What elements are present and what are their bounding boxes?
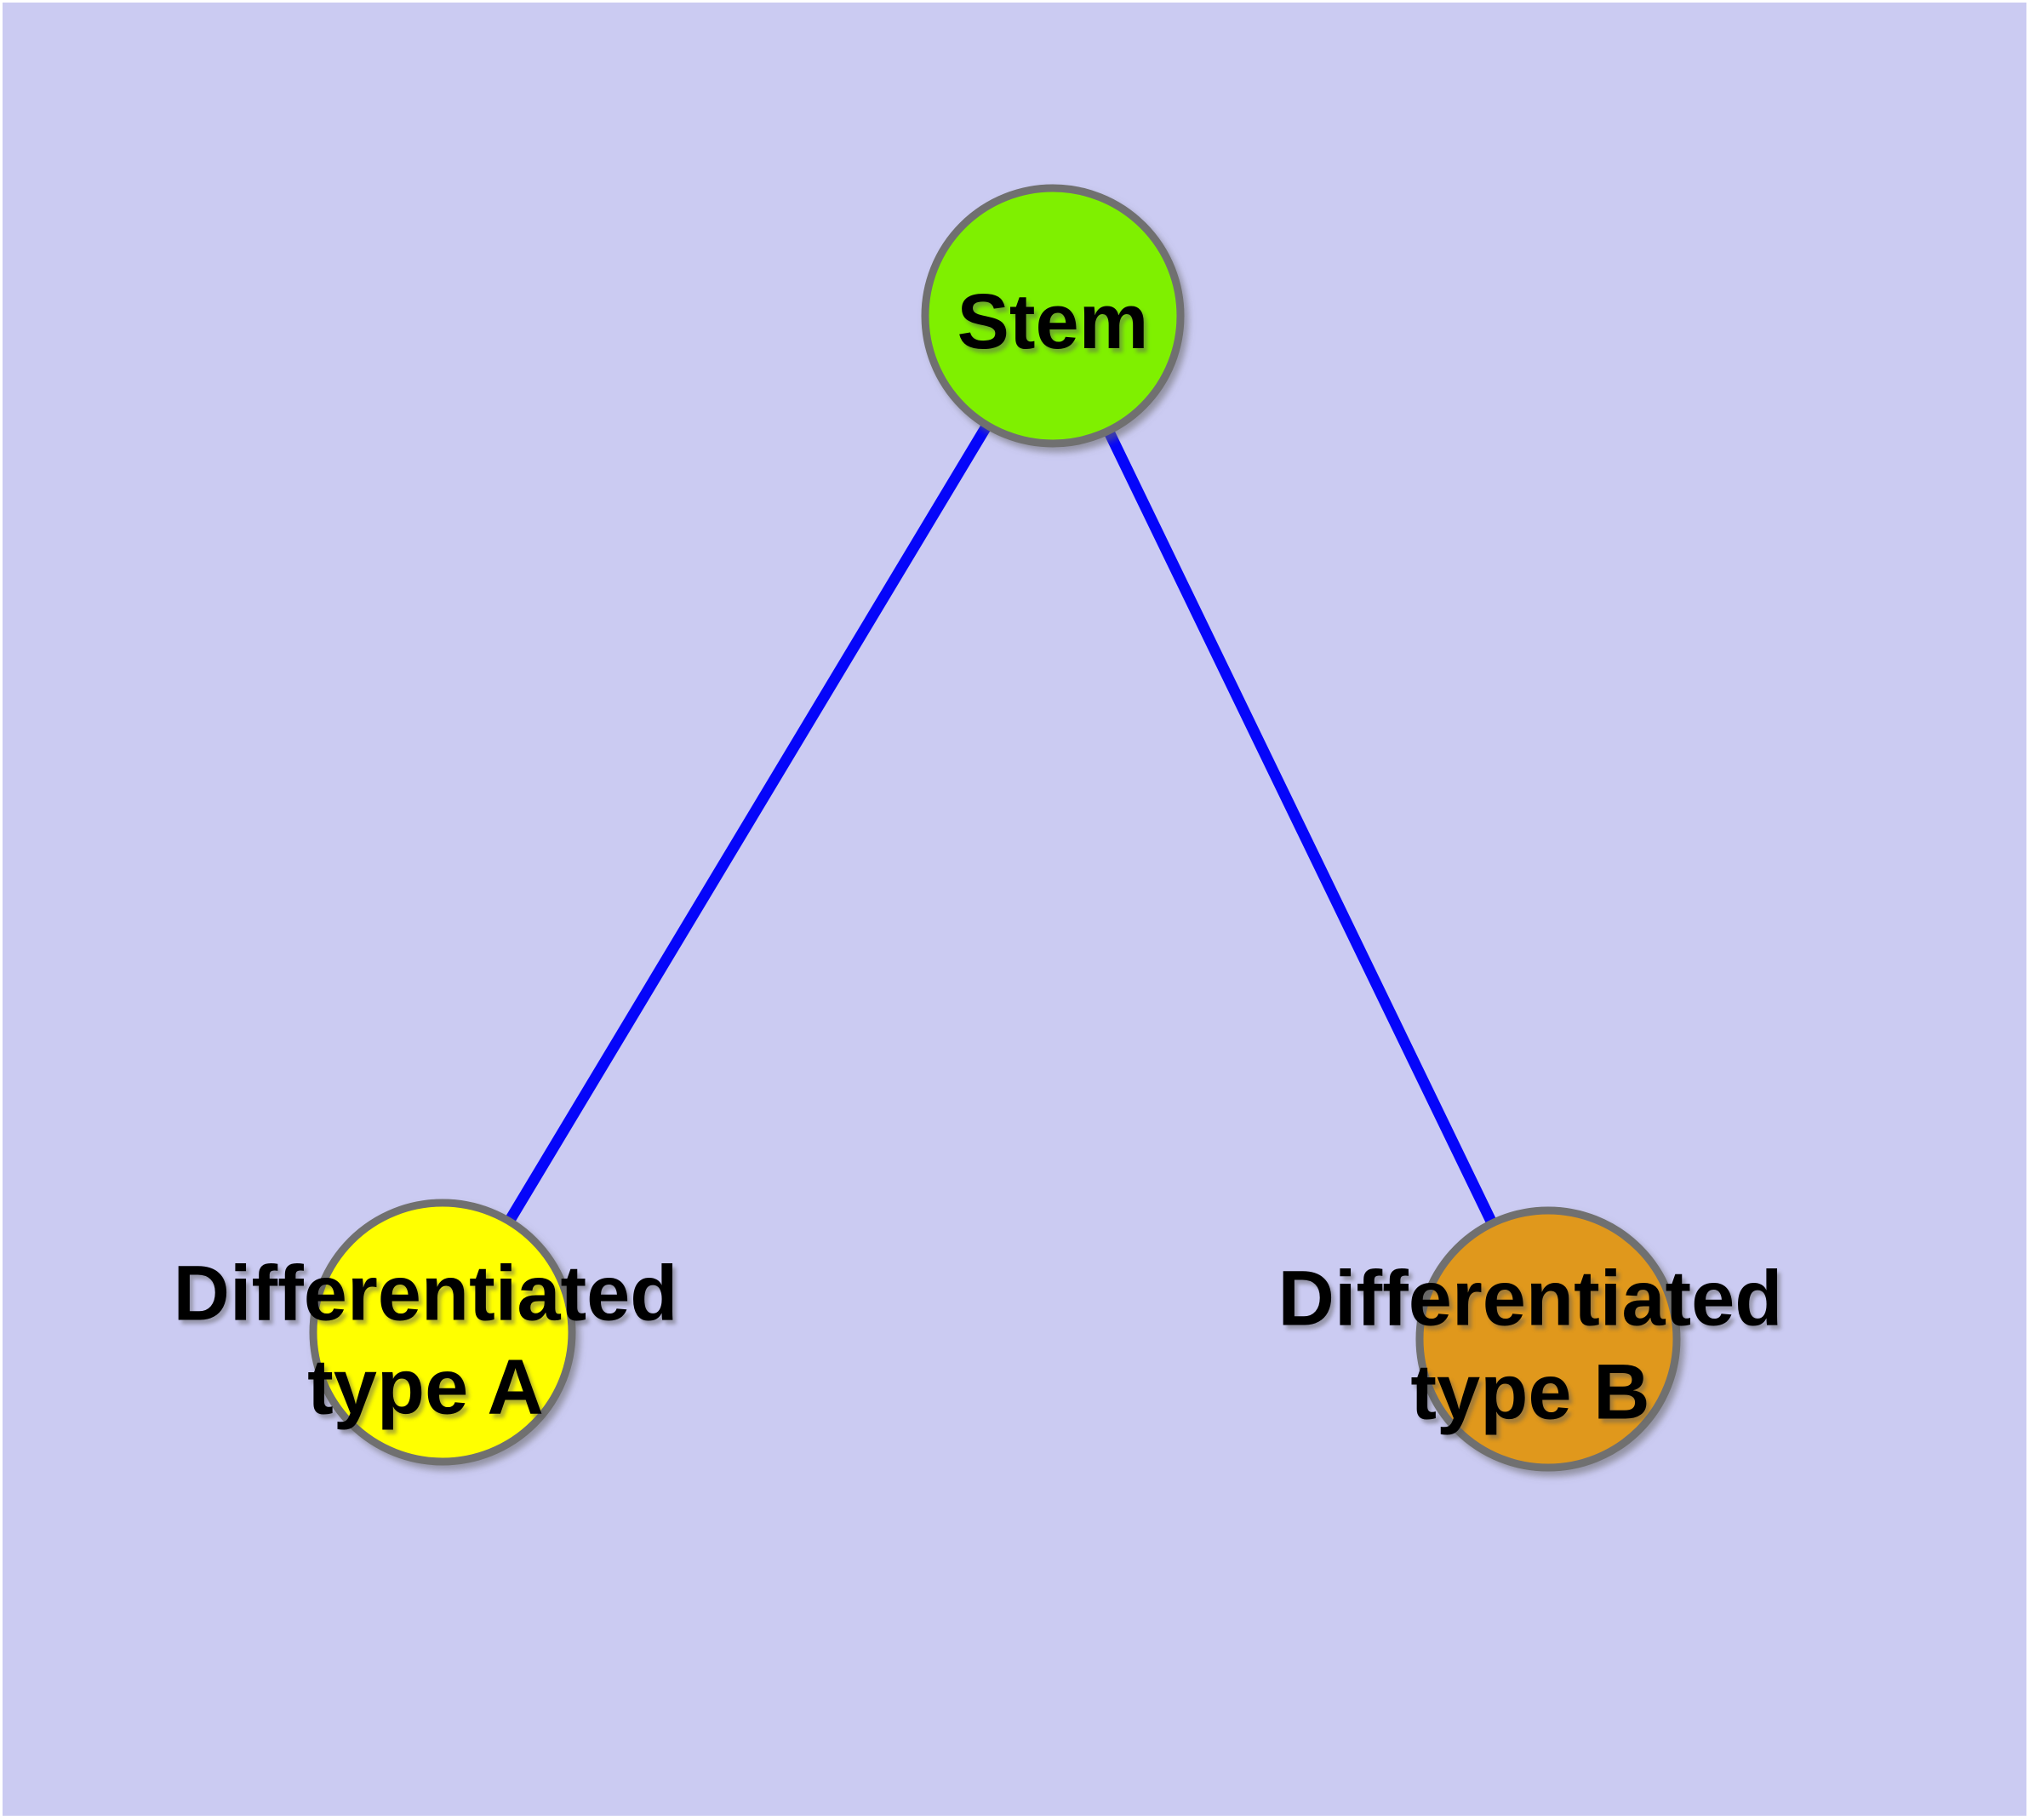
node-label-stem: Stem <box>957 278 1149 365</box>
node-stem <box>921 184 1185 448</box>
edge-stem-to-type-a <box>437 312 1058 1336</box>
node-differentiated-type-b <box>1415 1206 1681 1472</box>
node-label-differentiated-type-a: Differentiated type A <box>173 1250 678 1431</box>
node-differentiated-type-a <box>309 1199 576 1466</box>
diagram-canvas: Stem Differentiated type A Differentiate… <box>3 3 2026 1816</box>
node-label-differentiated-type-b: Differentiated type B <box>1277 1255 1783 1436</box>
graph-layer <box>309 184 1681 1472</box>
edge-stem-to-type-b <box>1048 313 1553 1342</box>
